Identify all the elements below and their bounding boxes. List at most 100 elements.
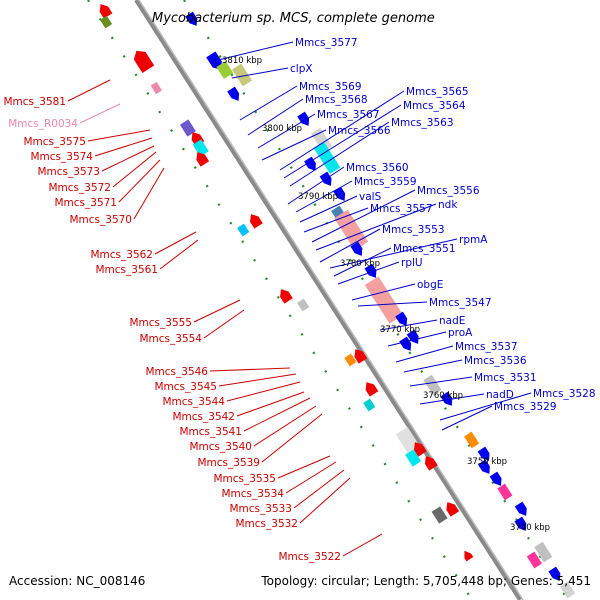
reverse-gene-block — [133, 50, 155, 74]
leader-line — [277, 455, 331, 479]
forward-gene-label: Mmcs_3559 — [354, 176, 417, 188]
forward-gene-block — [514, 501, 527, 516]
leader-line — [287, 166, 345, 205]
leader-line — [303, 207, 369, 233]
reverse-gene-block — [354, 349, 368, 364]
forward-gene-label: Mmcs_3557 — [370, 203, 433, 215]
reverse-gene-label: Mmcs_3572 — [48, 182, 111, 194]
forward-gene-label: Mmcs_3537 — [455, 341, 518, 353]
leader-line — [133, 167, 165, 220]
forward-gene-block — [185, 11, 198, 26]
forward-gene-label: Mmcs_3563 — [391, 117, 454, 129]
forward-gene-block — [364, 276, 404, 324]
forward-gene-block — [497, 483, 513, 501]
forward-gene-label: proA — [448, 327, 473, 339]
forward-gene-block — [350, 241, 363, 256]
leader-line — [101, 145, 155, 172]
leader-line — [387, 331, 447, 347]
scale-label: 3750 kbp — [467, 457, 507, 467]
leader-line — [243, 397, 311, 432]
reverse-gene-label: Mmcs_3539 — [197, 457, 260, 469]
leader-line — [209, 367, 291, 372]
genome-backbone — [134, 0, 522, 600]
reverse-gene-label: Mmcs_3570 — [69, 214, 132, 226]
scale-label: 3780 kbp — [340, 259, 380, 269]
forward-gene-label: Mmcs_3529 — [494, 401, 557, 413]
forward-gene-block — [560, 581, 576, 599]
reverse-gene-label: Mmcs_3561 — [95, 264, 158, 276]
leader-line — [283, 104, 402, 179]
leader-line — [226, 381, 301, 402]
leader-line — [395, 345, 454, 363]
reverse-gene-block — [297, 298, 310, 312]
topology-text: Topology: circular; Length: 5,705,448 bp… — [261, 574, 591, 588]
forward-gene-label: nadE — [439, 315, 465, 327]
reverse-gene-block — [424, 456, 438, 471]
leader-line — [94, 137, 153, 157]
leader-line — [257, 113, 316, 149]
leader-line — [279, 90, 405, 171]
reverse-gene-block — [99, 4, 113, 19]
leader-line — [285, 461, 337, 494]
forward-gene-label: Mmcs_3560 — [346, 162, 409, 174]
leader-line — [231, 67, 289, 79]
forward-gene-block — [399, 336, 412, 351]
leader-line — [193, 299, 241, 323]
forward-gene-label: Mmcs_3566 — [328, 125, 391, 137]
forward-gene-label: ndk — [438, 199, 458, 211]
leader-line — [112, 151, 157, 188]
forward-gene-label: obgE — [417, 279, 443, 291]
reverse-gene-label: Mmcs_3575 — [23, 136, 86, 148]
scale-label: 3770 kbp — [380, 325, 420, 335]
forward-gene-label: Mmcs_3553 — [382, 224, 445, 236]
reverse-gene-label: Mmcs_3541 — [179, 426, 242, 438]
leader-line — [337, 261, 400, 285]
forward-gene-label: Mmcs_3547 — [429, 297, 492, 309]
forward-gene-block — [440, 391, 453, 406]
leader-line — [379, 319, 438, 331]
gene-features — [99, 4, 576, 599]
scale-label: 3790 kbp — [298, 192, 338, 202]
forward-gene-block — [526, 551, 542, 569]
reverse-gene-label: Mmcs_3546 — [145, 366, 208, 378]
forward-gene-block — [227, 86, 240, 101]
reverse-gene-label: Mmcs_3535 — [213, 473, 276, 485]
forward-gene-label: Mmcs_3565 — [406, 86, 469, 98]
leader-line — [118, 159, 161, 203]
leader-line — [333, 247, 392, 277]
reverse-gene-label: Mmcs_3534 — [221, 488, 284, 500]
forward-gene-label: Mmcs_3564 — [403, 100, 466, 112]
leader-line — [319, 228, 381, 263]
reverse-gene-label: Mmcs_3562 — [90, 249, 153, 261]
forward-gene-label: rpmA — [459, 234, 488, 246]
reverse-gene-block — [179, 119, 196, 137]
forward-gene-block — [311, 127, 333, 153]
scale-label: 3740 kbp — [510, 523, 550, 533]
reverse-gene-label: Mmcs_3571 — [54, 197, 117, 209]
forward-gene-label: Mmcs_3556 — [417, 185, 480, 197]
reverse-gene-block — [196, 152, 210, 167]
leader-line — [159, 239, 199, 270]
leader-line — [315, 203, 437, 251]
reverse-gene-block — [431, 506, 448, 524]
accession-text: Accession: NC_008146 — [9, 574, 146, 588]
reverse-gene-label: Mmcs_3522 — [278, 551, 341, 563]
reverse-gene-block — [405, 449, 422, 467]
forward-gene-label: Mmcs_3528 — [533, 388, 596, 400]
scale-label: 3810 kbp — [222, 56, 262, 66]
forward-gene-block — [304, 156, 316, 171]
reverse-gene-block — [192, 139, 209, 157]
leader-line — [236, 391, 305, 417]
leader-line — [409, 376, 473, 387]
reverse-gene-label: Mmcs_3573 — [37, 166, 100, 178]
reverse-gene-label: Mmcs_3574 — [30, 151, 93, 163]
forward-gene-block — [514, 516, 527, 531]
forward-gene-block — [477, 459, 490, 474]
forward-gene-block — [406, 329, 419, 344]
reverse-gene-block — [344, 353, 357, 367]
leader-line — [357, 301, 428, 307]
reverse-gene-block — [237, 223, 250, 237]
reverse-gene-block — [363, 398, 376, 412]
forward-gene-block — [464, 431, 480, 449]
